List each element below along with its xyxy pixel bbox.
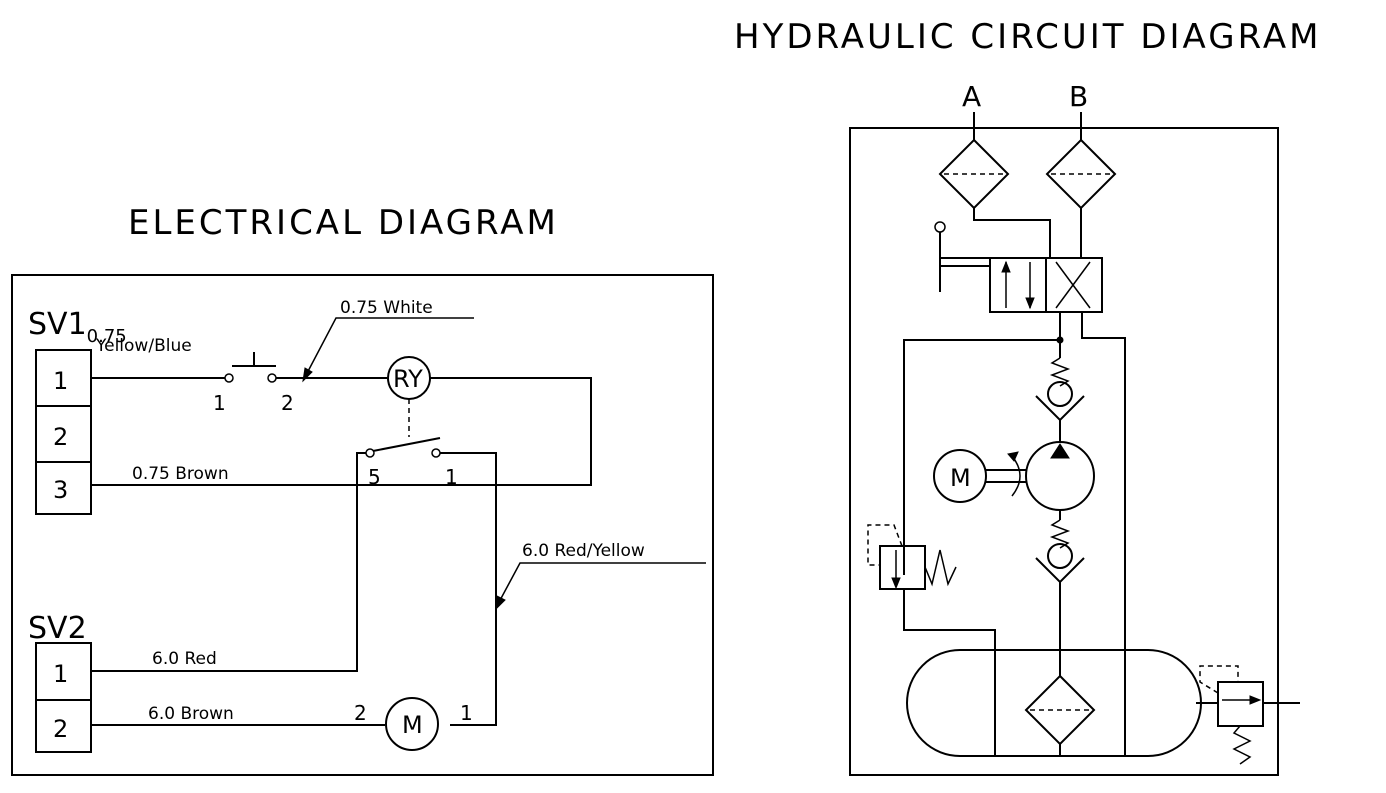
electrical-diagram: ELECTRICAL DIAGRAM SV10.75 Yellow/Blue 1… — [11, 203, 714, 776]
directional-valve — [934, 221, 1103, 313]
relay-contact-1: 1 — [445, 465, 458, 489]
motor-label: M — [402, 711, 423, 739]
wire-red-yellow-6 — [440, 452, 497, 726]
sv1-terminal-2-num: 2 — [53, 423, 68, 451]
check-valve-upper — [1035, 340, 1085, 442]
wire-relay-return — [91, 377, 592, 486]
sv1-connector: 1 2 3 — [35, 349, 92, 515]
relay-contact-5: 5 — [368, 465, 381, 489]
check-valve-lower — [1035, 510, 1085, 676]
hydraulic-motor-label: M — [950, 464, 971, 492]
brown6-wire-label: 6.0 Brown — [148, 704, 234, 724]
sv2-label: SV2 — [28, 611, 87, 646]
red-yellow-label: 6.0 Red/Yellow — [522, 541, 645, 561]
wire-red-6 — [91, 452, 366, 672]
motor-pin-1: 1 — [460, 701, 473, 725]
motor-pin-2: 2 — [354, 701, 367, 725]
electrical-frame — [11, 274, 714, 776]
sv1-label: SV10.75 — [28, 307, 127, 347]
filter-suction — [1024, 674, 1096, 756]
hydraulic-diagram: HYDRAULIC CIRCUIT DIAGRAM A B — [734, 17, 1321, 776]
filter-b — [1045, 138, 1117, 210]
yellow-blue-label: Yellow/Blue — [95, 336, 192, 356]
white-wire-leader — [304, 317, 474, 378]
sv2-terminal-2-num: 2 — [53, 715, 68, 743]
motor-symbol — [385, 697, 439, 751]
sv1-terminal-3-num: 3 — [53, 476, 68, 504]
red-wire-label: 6.0 Red — [152, 649, 217, 669]
sv1-terminal-1-num: 1 — [53, 367, 68, 395]
hydraulic-frame — [849, 127, 1279, 776]
red-yellow-arrow — [495, 595, 506, 611]
white-wire-label: 0.75 White — [340, 298, 433, 318]
relief-valve-left — [867, 524, 957, 590]
switch-pin-2: 2 — [281, 391, 294, 415]
red-yellow-leader — [497, 562, 706, 605]
sv2-terminal-1-num: 1 — [53, 660, 68, 688]
port-a-label: A — [962, 80, 981, 113]
relief-valve-right — [1196, 665, 1300, 765]
sv1-terminal-3 — [35, 461, 92, 515]
filter-a — [938, 138, 1010, 210]
pump-symbol — [1025, 441, 1095, 511]
hydraulic-motor: M — [933, 449, 1026, 503]
electrical-title: ELECTRICAL DIAGRAM — [128, 203, 559, 243]
hydraulic-title: HYDRAULIC CIRCUIT DIAGRAM — [734, 17, 1321, 57]
sv2-connector: 1 2 — [35, 642, 92, 753]
tank-symbol — [906, 649, 1202, 757]
push-switch: 1 2 — [213, 352, 294, 415]
relay-label: RY — [393, 365, 423, 393]
brown-wire-label: 0.75 Brown — [132, 464, 229, 484]
port-b-label: B — [1069, 80, 1088, 113]
relay-contact: 5 1 — [365, 437, 458, 489]
white-wire-arrow — [302, 367, 313, 383]
switch-pin-1: 1 — [213, 391, 226, 415]
